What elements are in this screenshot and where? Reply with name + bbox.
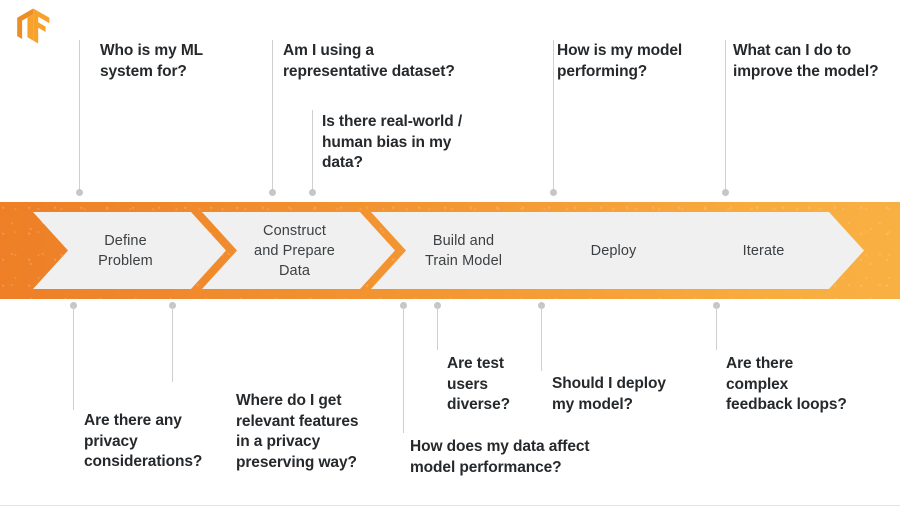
callout-top-representative-dataset: Am I using a representative dataset?: [283, 42, 455, 80]
callout-bottom-privacy-considerations: Are there any privacy considerations?: [84, 412, 203, 471]
callout-top-improve-the-model: What can I do to improve the model?: [733, 42, 879, 80]
callout-top-who-is-my-ml-system-for: Who is my ML system for?: [100, 42, 203, 80]
connector-dot-top-2: [269, 189, 276, 196]
callout-bottom-are-test-users-diverse: Are test users diverse?: [447, 355, 510, 414]
connector-dot-top-5: [722, 189, 729, 196]
stage-chevron-define-problem[interactable]: Define Problem: [33, 212, 226, 289]
stage-label: Iterate: [742, 242, 785, 259]
callout-bottom-complex-feedback-loops: Are there complex feedback loops?: [726, 355, 847, 414]
stage-label: Construct and Prepare Data: [254, 222, 335, 279]
connector-line-bottom-4: [437, 305, 438, 350]
stage-label: Define Problem: [98, 232, 153, 269]
connector-line-top-5: [725, 40, 726, 192]
connector-line-bottom-5: [541, 305, 542, 371]
connector-line-top-2: [272, 40, 273, 192]
stage-label: Build and Train Model: [424, 232, 503, 269]
callout-bottom-should-i-deploy-my-model: Should I deploy my model?: [552, 375, 666, 413]
stage-label: Deploy: [590, 242, 637, 259]
tensorflow-logo-icon: [16, 8, 50, 44]
callout-top-real-world-human-bias: Is there real-world / human bias in my d…: [322, 113, 463, 172]
callout-bottom-data-affect-model-performance: How does my data affect model performanc…: [410, 438, 590, 476]
connector-dot-top-1: [76, 189, 83, 196]
connector-line-top-4: [553, 40, 554, 192]
connector-line-top-3: [312, 110, 313, 192]
connector-dot-top-3: [309, 189, 316, 196]
connector-line-top-1: [79, 40, 80, 192]
callout-bottom-relevant-features-privacy: Where do I get relevant features in a pr…: [236, 392, 359, 471]
connector-line-bottom-2: [172, 305, 173, 382]
connector-line-bottom-3: [403, 305, 404, 433]
connector-line-bottom-1: [73, 305, 74, 410]
callout-top-how-is-my-model-performing: How is my model performing?: [557, 42, 683, 80]
connector-dot-top-4: [550, 189, 557, 196]
connector-line-bottom-6: [716, 305, 717, 350]
